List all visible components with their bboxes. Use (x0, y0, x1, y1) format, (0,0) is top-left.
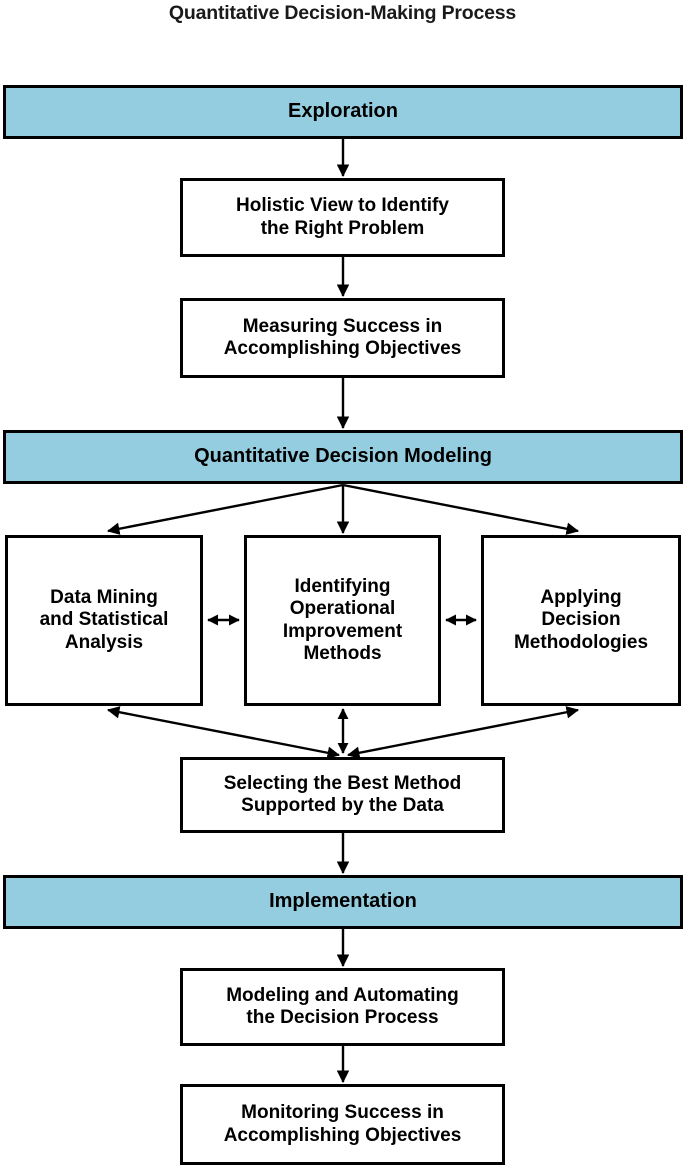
step-box-selecting-best-method[interactable]: Selecting the Best Method Supported by t… (180, 757, 505, 833)
edge-datamining-selecting (107, 706, 340, 759)
step-box-monitoring-success[interactable]: Monitoring Success in Accomplishing Obje… (180, 1084, 505, 1165)
step-box-modeling-automating[interactable]: Modeling and Automating the Decision Pro… (180, 968, 505, 1046)
step-box-data-mining-label: Data Mining and Statistical Analysis (39, 586, 169, 653)
phase-banner-implementation[interactable]: Implementation (3, 875, 683, 929)
step-box-measuring-success-label: Measuring Success in Accomplishing Objec… (223, 315, 462, 359)
phase-banner-quantitative-decision-modeling[interactable]: Quantitative Decision Modeling (3, 430, 683, 484)
edge-qdm-applying (342, 483, 579, 535)
page-title: Quantitative Decision-Making Process (168, 2, 517, 24)
edge-qdm-datamining (107, 483, 344, 535)
step-box-monitoring-success-label: Monitoring Success in Accomplishing Obje… (223, 1102, 462, 1146)
step-box-identifying-operational-improvement-label: Identifying Operational Improvement Meth… (282, 575, 403, 664)
edge-applying-selecting (347, 706, 579, 759)
step-box-data-mining[interactable]: Data Mining and Statistical Analysis (5, 535, 203, 706)
step-box-holistic-view[interactable]: Holistic View to Identify the Right Prob… (180, 178, 505, 257)
step-box-measuring-success[interactable]: Measuring Success in Accomplishing Objec… (180, 298, 505, 378)
step-box-applying-decision-methodologies[interactable]: Applying Decision Methodologies (481, 535, 681, 706)
step-box-identifying-operational-improvement[interactable]: Identifying Operational Improvement Meth… (244, 535, 441, 706)
step-box-modeling-automating-label: Modeling and Automating the Decision Pro… (226, 984, 459, 1028)
phase-banner-implementation-label: Implementation (269, 890, 417, 913)
phase-banner-exploration-label: Exploration (287, 100, 398, 123)
step-box-holistic-view-label: Holistic View to Identify the Right Prob… (236, 195, 449, 239)
phase-banner-exploration[interactable]: Exploration (3, 85, 683, 139)
phase-banner-quantitative-decision-modeling-label: Quantitative Decision Modeling (194, 445, 492, 468)
step-box-applying-decision-methodologies-label: Applying Decision Methodologies (513, 586, 649, 653)
step-box-selecting-best-method-label: Selecting the Best Method Supported by t… (223, 772, 462, 816)
